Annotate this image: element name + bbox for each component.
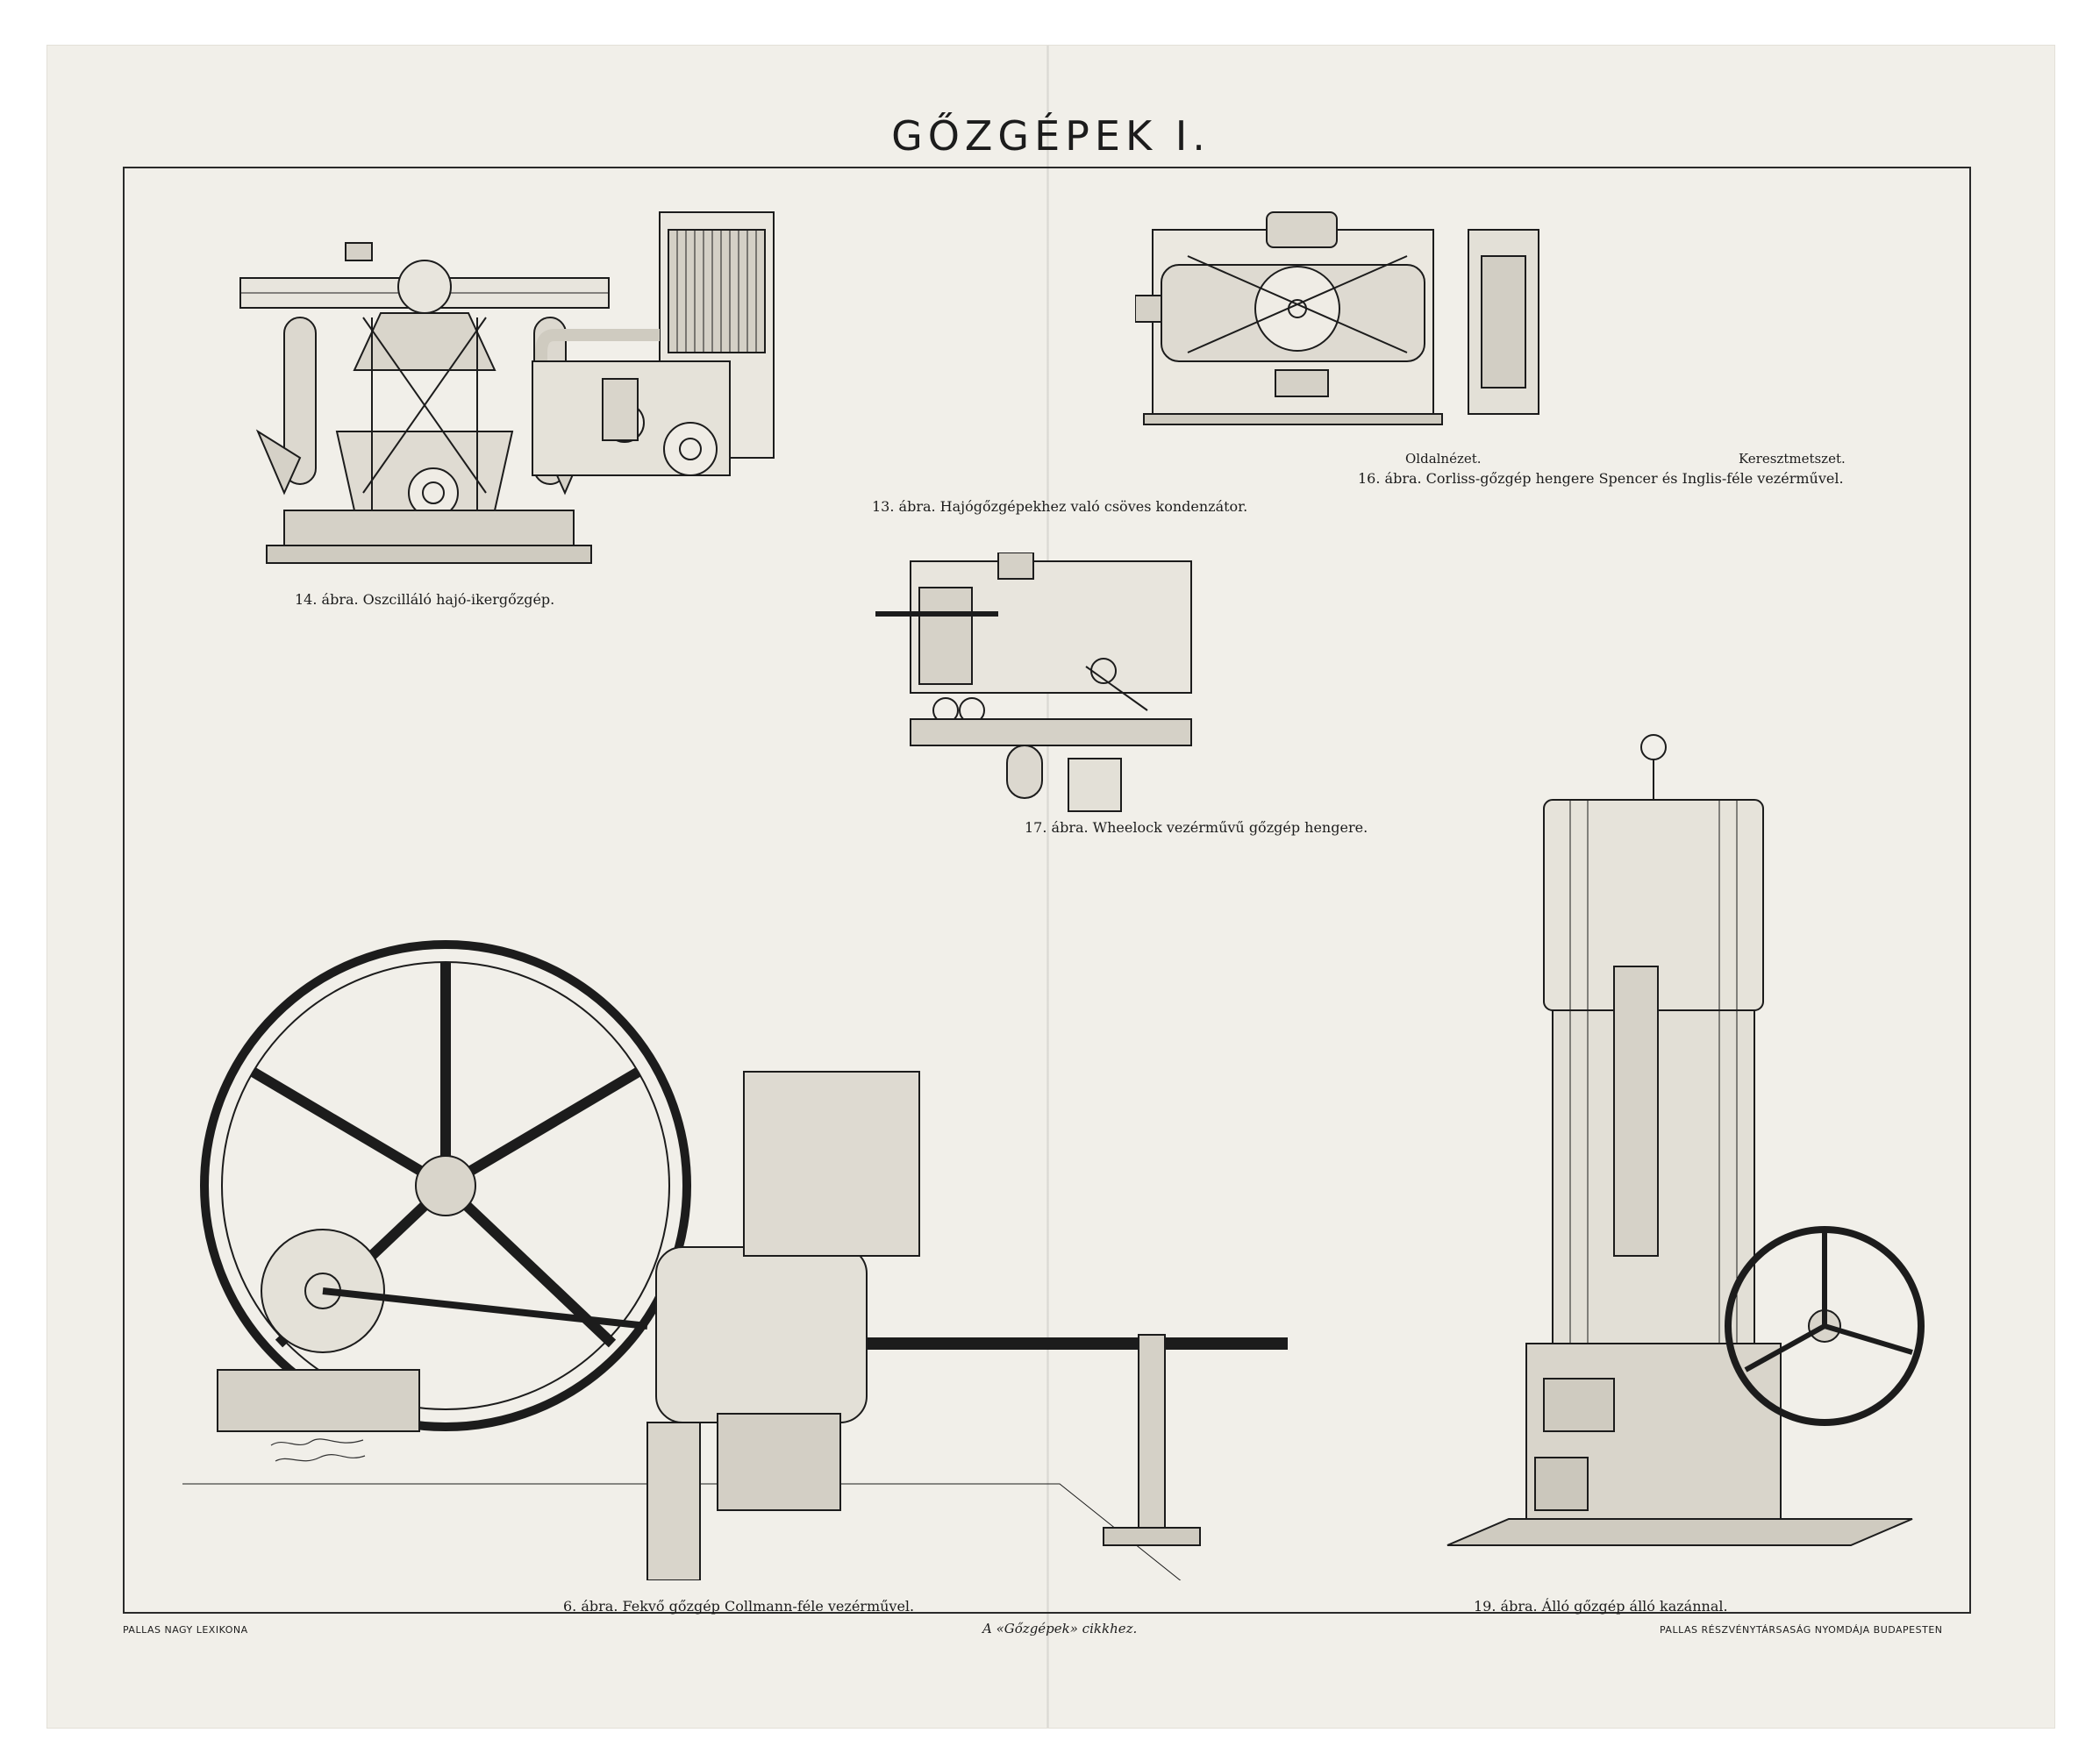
figure-16-caption: 16. ábra. Corliss-gőzgép hengere Spencer… (1358, 470, 1844, 487)
figure-17-caption: 17. ábra. Wheelock vezérművű gőzgép heng… (1025, 819, 1368, 836)
plate-title: GŐZGÉPEK I. (891, 112, 1211, 160)
footer-article-reference: A «Gőzgépek» cikkhez. (982, 1621, 1138, 1636)
figure-13-condenser (528, 203, 791, 493)
figure-14-caption: 14. ábra. Oszcilláló hajó-ikergőzgép. (295, 591, 555, 608)
center-fold (1046, 46, 1049, 1728)
plate-frame (123, 167, 1971, 1614)
figure-17-wheelock-cylinder (875, 553, 1261, 824)
figure-19-vertical-engine (1439, 712, 1939, 1572)
figure-16-cross-section-label: Keresztmetszet. (1739, 451, 1846, 467)
figure-16-side-view-label: Oldalnézet. (1405, 451, 1482, 467)
plate-sheet: GŐZGÉPEK I. 14. ábra. Oszcilláló hajó-ik… (47, 46, 2054, 1728)
footer-publisher-left: PALLAS NAGY LEXIKONA (123, 1624, 248, 1636)
figure-6-horizontal-engine (182, 923, 1358, 1580)
figure-19-caption: 19. ábra. Álló gőzgép álló kazánnal. (1474, 1598, 1728, 1615)
footer-printer-right: PALLAS RÉSZVÉNYTÁRSASÁG NYOMDÁJA BUDAPES… (1660, 1624, 1943, 1636)
figure-16-corliss-cylinder (1135, 203, 1547, 440)
figure-6-caption: 6. ábra. Fekvő gőzgép Collmann-féle vezé… (563, 1598, 915, 1615)
engraver-signature (267, 1435, 372, 1472)
figure-13-caption: 13. ábra. Hajógőzgépekhez való csöves ko… (872, 498, 1248, 515)
